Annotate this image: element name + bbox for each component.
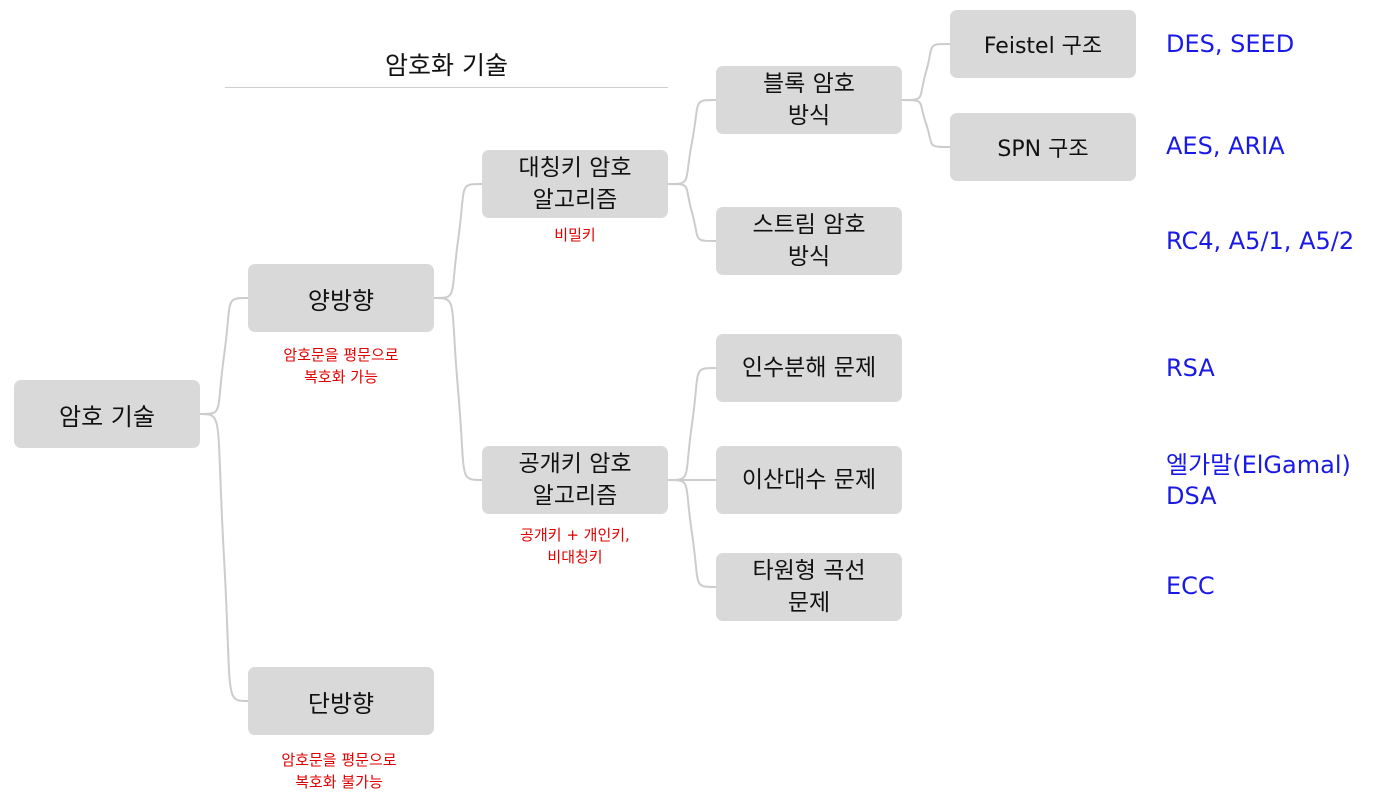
link-block-cipher-spn — [901, 99, 951, 148]
example-rsa: RSA — [1166, 354, 1215, 382]
node-root[interactable]: 암호 기술 — [14, 380, 200, 448]
node-symmetric[interactable]: 대칭키 암호 알고리즘 — [482, 150, 668, 218]
node-discrete-log[interactable]: 이산대수 문제 — [716, 446, 902, 514]
example-feistel: DES, SEED — [1166, 30, 1295, 58]
node-stream-cipher[interactable]: 스트림 암호 방식 — [716, 207, 902, 275]
node-factorization[interactable]: 인수분해 문제 — [716, 334, 902, 402]
node-unidirectional[interactable]: 단방향 — [248, 667, 434, 735]
link-symmetric-stream-cipher — [667, 183, 717, 242]
note-public-key: 공개키 + 개인키, 비대칭키 — [520, 526, 630, 566]
node-bidirectional[interactable]: 양방향 — [248, 264, 434, 332]
example-discrete-log: 엘가말(ElGamal) DSA — [1166, 451, 1351, 510]
link-bidirectional-symmetric — [433, 183, 483, 299]
example-ecc: ECC — [1166, 572, 1215, 600]
note-bidirectional: 암호문을 평문으로 복호화 가능 — [283, 346, 399, 386]
link-symmetric-block-cipher — [667, 99, 717, 185]
diagram-title: 암호화 기술 — [385, 51, 508, 80]
node-spn[interactable]: SPN 구조 — [950, 113, 1136, 181]
node-elliptic-curve[interactable]: 타원형 곡선 문제 — [716, 553, 902, 621]
example-spn: AES, ARIA — [1166, 132, 1285, 160]
link-root-unidirectional — [199, 413, 249, 702]
note-unidirectional: 암호문을 평문으로 복호화 불가능 — [281, 751, 397, 791]
node-block-cipher[interactable]: 블록 암호 방식 — [716, 66, 902, 134]
link-public-key-elliptic-curve — [667, 479, 717, 588]
node-public-key[interactable]: 공개키 암호 알고리즘 — [482, 446, 668, 514]
link-public-key-factorization — [667, 367, 717, 481]
title-divider — [225, 87, 668, 88]
link-block-cipher-feistel — [901, 43, 951, 101]
note-symmetric: 비밀키 — [554, 226, 596, 244]
example-stream: RC4, A5/1, A5/2 — [1166, 227, 1355, 255]
link-bidirectional-public-key — [433, 297, 483, 481]
link-root-bidirectional — [199, 297, 249, 415]
node-feistel[interactable]: Feistel 구조 — [950, 10, 1136, 78]
